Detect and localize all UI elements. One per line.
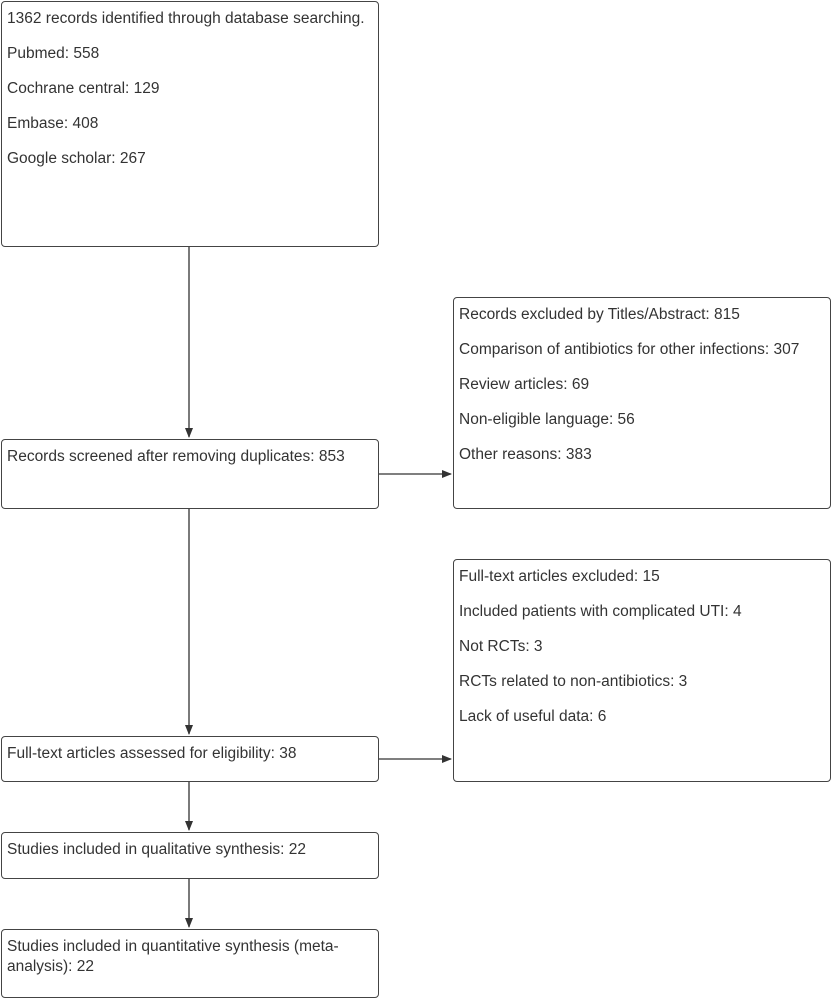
- exclusion-reason-other-infections: Comparison of antibiotics for other infe…: [459, 341, 800, 358]
- fulltext-reason-complicated-uti: Included patients with complicated UTI: …: [459, 603, 742, 620]
- records-identified-text: 1362 records identified through database…: [7, 10, 365, 27]
- fulltext-reason-non-antibiotics: RCTs related to non-antibiotics: 3: [459, 673, 688, 690]
- qualitative-synthesis-text: Studies included in qualitative synthesi…: [7, 841, 306, 858]
- fulltext-reason-not-rcts: Not RCTs: 3: [459, 638, 543, 655]
- screening-box: Records screened after removing duplicat…: [1, 439, 379, 509]
- exclusion-reason-language: Non-eligible language: 56: [459, 411, 635, 428]
- fulltext-reason-lack-of-data: Lack of useful data: 6: [459, 708, 607, 725]
- qualitative-synthesis-box: Studies included in qualitative synthesi…: [1, 832, 379, 879]
- exclusion-reason-review-articles: Review articles: 69: [459, 376, 590, 393]
- source-embase: Embase: 408: [7, 115, 99, 132]
- quantitative-synthesis-box: Studies included in quantitative synthes…: [1, 929, 379, 998]
- title-abstract-exclusion-title: Records excluded by Titles/Abstract: 815: [459, 306, 740, 323]
- source-pubmed: Pubmed: 558: [7, 45, 100, 62]
- identification-box: 1362 records identified through database…: [1, 1, 379, 247]
- source-cochrane: Cochrane central: 129: [7, 80, 160, 97]
- quantitative-synthesis-text: Studies included in quantitative synthes…: [7, 938, 339, 975]
- screening-text: Records screened after removing duplicat…: [7, 448, 345, 465]
- eligibility-text: Full-text articles assessed for eligibil…: [7, 745, 297, 762]
- source-google-scholar: Google scholar: 267: [7, 150, 146, 167]
- fulltext-exclusion-title: Full-text articles excluded: 15: [459, 568, 660, 585]
- title-abstract-exclusion-box: Records excluded by Titles/Abstract: 815…: [453, 297, 831, 509]
- eligibility-box: Full-text articles assessed for eligibil…: [1, 736, 379, 782]
- fulltext-exclusion-box: Full-text articles excluded: 15 Included…: [453, 559, 831, 782]
- exclusion-reason-other: Other reasons: 383: [459, 446, 592, 463]
